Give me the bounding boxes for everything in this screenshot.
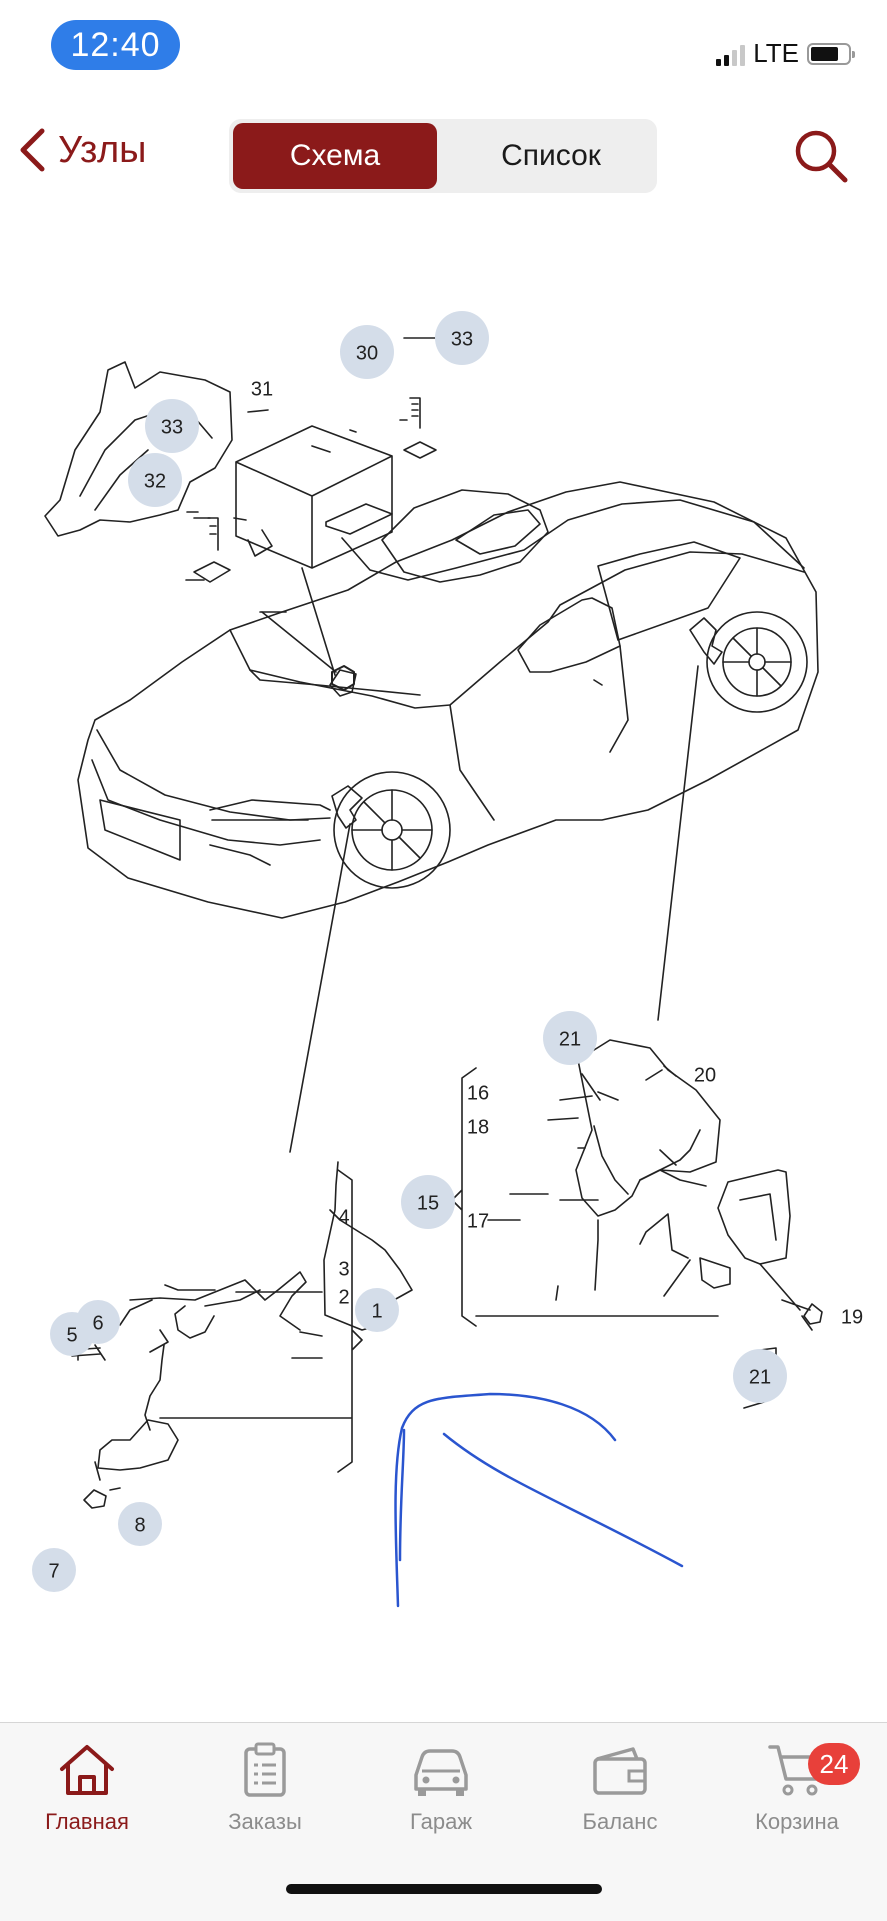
callout-31: 31 bbox=[251, 378, 273, 400]
callout-5: 5 bbox=[66, 1324, 77, 1346]
tab-orders-label: Заказы bbox=[228, 1809, 302, 1834]
tab-garage-label: Гараж bbox=[409, 1809, 473, 1834]
marker-6 bbox=[76, 1300, 120, 1344]
marker-33-top bbox=[435, 311, 489, 365]
tab-cart-label: Корзина bbox=[755, 1809, 839, 1834]
view-segmented-control: Схема Список bbox=[229, 119, 657, 193]
marker-7 bbox=[32, 1548, 76, 1592]
signal-icon bbox=[716, 42, 746, 66]
callout-21-bottom: 21 bbox=[749, 1366, 771, 1388]
marker-30 bbox=[340, 325, 394, 379]
parts-diagram: 31 30 33 33 32 21 20 16 18 15 17 19 21 4… bbox=[32, 311, 863, 1608]
callout-6: 6 bbox=[92, 1312, 103, 1334]
control-unit-30-drawing bbox=[235, 425, 393, 569]
car-drawing bbox=[77, 481, 819, 919]
callout-33-left: 33 bbox=[161, 416, 183, 438]
clipboard-icon bbox=[244, 1742, 286, 1797]
callout-7: 7 bbox=[48, 1560, 59, 1582]
marker-15 bbox=[401, 1175, 455, 1229]
marker-8 bbox=[118, 1502, 162, 1546]
status-time: 12:40 bbox=[51, 20, 180, 70]
tab-garage[interactable]: Гараж bbox=[366, 1741, 516, 1835]
callout-8: 8 bbox=[134, 1514, 145, 1536]
callout-32: 32 bbox=[144, 470, 166, 492]
tab-balance-label: Баланс bbox=[582, 1809, 658, 1834]
marker-21-top bbox=[543, 1011, 597, 1065]
callout-30: 30 bbox=[356, 342, 378, 364]
car-icon bbox=[414, 1749, 468, 1796]
network-type: LTE bbox=[753, 38, 799, 68]
callout-4: 4 bbox=[338, 1206, 349, 1228]
status-indicators: LTE bbox=[716, 38, 855, 69]
callout-33-top: 33 bbox=[451, 328, 473, 350]
callout-2: 2 bbox=[338, 1286, 349, 1308]
wallet-icon bbox=[593, 1747, 647, 1795]
callout-1: 1 bbox=[371, 1300, 382, 1322]
home-indicator[interactable] bbox=[286, 1884, 602, 1894]
home-icon bbox=[60, 1745, 114, 1795]
tab-balance[interactable]: Баланс bbox=[545, 1741, 695, 1835]
bracket-31-drawing bbox=[44, 361, 233, 537]
marker-33-left bbox=[145, 399, 199, 453]
cart-count-badge: 24 bbox=[808, 1743, 860, 1785]
marker-32 bbox=[128, 453, 182, 507]
back-label: Узлы bbox=[58, 128, 147, 171]
segment-scheme[interactable]: Схема bbox=[233, 123, 437, 189]
callout-18: 18 bbox=[467, 1116, 489, 1138]
tab-home[interactable]: Главная bbox=[12, 1741, 162, 1835]
callout-19: 19 bbox=[841, 1306, 863, 1328]
tab-home-label: Главная bbox=[45, 1809, 129, 1834]
battery-icon bbox=[807, 42, 855, 65]
search-icon bbox=[795, 130, 848, 183]
segment-list[interactable]: Список bbox=[501, 139, 601, 172]
callout-17: 17 bbox=[467, 1210, 489, 1232]
callout-16: 16 bbox=[467, 1082, 489, 1104]
tab-cart[interactable]: Корзина 24 bbox=[722, 1741, 872, 1835]
search-button[interactable] bbox=[793, 128, 851, 191]
marker-21-bottom bbox=[733, 1349, 787, 1403]
marker-1 bbox=[355, 1288, 399, 1332]
back-button[interactable]: Узлы bbox=[18, 128, 147, 172]
callout-21-top: 21 bbox=[559, 1028, 581, 1050]
handwritten-scribble bbox=[394, 1392, 684, 1608]
callout-15: 15 bbox=[417, 1192, 439, 1214]
callout-20: 20 bbox=[694, 1064, 716, 1086]
callout-3: 3 bbox=[338, 1258, 349, 1280]
tab-orders[interactable]: Заказы bbox=[190, 1741, 340, 1835]
chevron-left-icon bbox=[20, 128, 45, 172]
